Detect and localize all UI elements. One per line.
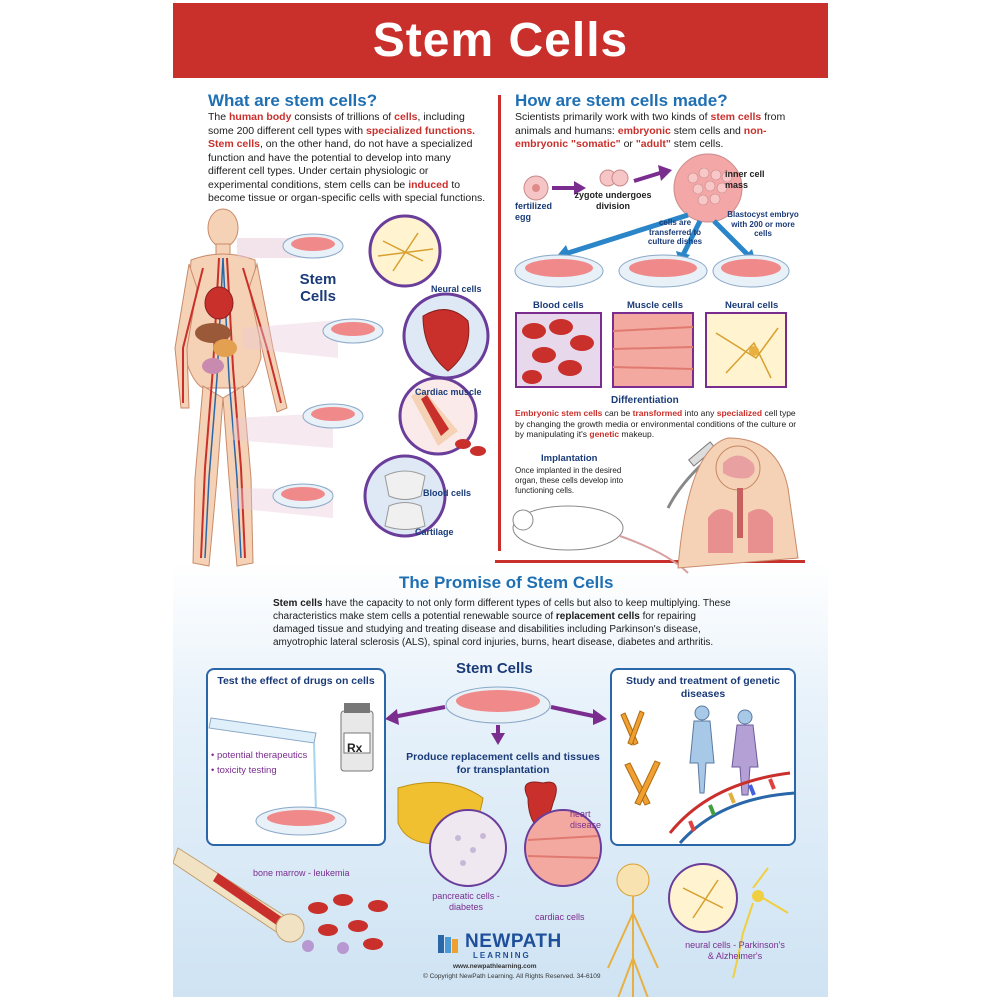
human-body-illustration (174, 208, 338, 567)
body-blood-label: Blood cells (423, 488, 472, 498)
newpath-logo-icon (438, 935, 458, 953)
zygote-label: zygote undergoes division (574, 190, 652, 211)
page-title: Stem Cells (372, 14, 629, 67)
rx-label: Rx (347, 741, 363, 755)
body-cardiac-label: Cardiac muscle (415, 387, 482, 397)
poster: Stem Cells What are stem cells? The huma… (173, 3, 828, 997)
cells-transferred-label: cells are transferred to culture dishes (647, 218, 703, 246)
toxicity-testing-bullet: • toxicity testing (211, 765, 277, 776)
logo-url: www.newpathlearning.com (453, 963, 537, 970)
how-heading: How are stem cells made? (515, 91, 728, 110)
promise-paragraph: Stem cells have the capacity to not only… (273, 598, 731, 648)
neural-cells-label: Neural cells (725, 300, 779, 311)
drug-testing-illustration (208, 703, 374, 836)
horizontal-divider (495, 560, 805, 563)
differentiation-label: Differentiation (611, 395, 679, 406)
potential-therapeutics-bullet: • potential therapeutics (211, 750, 308, 761)
genetic-diseases-illustration (620, 705, 796, 844)
vertical-divider (498, 95, 501, 551)
genetic-diseases-title: Study and treatment of genetic diseases (625, 675, 781, 700)
stem-cell-insets (272, 214, 490, 538)
logo-copyright: © Copyright NewPath Learning. All Rights… (423, 973, 601, 980)
implantation-label: Implantation (541, 453, 598, 464)
body-cartilage-label: Cartilage (415, 527, 454, 537)
muscle-cells-label: Muscle cells (627, 300, 683, 311)
embryo-development-diagram (523, 153, 756, 265)
blastocyst-label: Blastocyst embryo with 200 or more cells (727, 210, 799, 238)
center-stem-cells-label: Stem Cells (456, 660, 533, 677)
heart-disease-label: heart disease (570, 809, 602, 830)
blood-cells-label: Blood cells (533, 300, 584, 311)
how-paragraph: Scientists primarily work with two kinds… (515, 111, 786, 150)
neural-cells-diseases-label: neural cells - Parkinson's & Alzheimer's (685, 940, 785, 961)
what-paragraph: The human body consists of trillions of … (208, 111, 486, 204)
differentiation-paragraph: Embryonic stem cells can be transformed … (515, 408, 797, 439)
implantation-illustration (512, 437, 799, 574)
cardiac-cells-label: cardiac cells (535, 912, 585, 922)
center-dish-and-arrows (385, 686, 607, 745)
bone-marrow-illustration (173, 847, 388, 954)
logo-name: NEWPATH (465, 931, 562, 952)
body-neural-label: Neural cells (431, 284, 482, 294)
transplant-illustrations (397, 781, 602, 887)
nervous-system-illustration (607, 863, 789, 997)
replacement-cells-label: Produce replacement cells and tissues fo… (406, 751, 600, 776)
pancreatic-cells-label: pancreatic cells - diabetes (432, 891, 500, 912)
title-bar: Stem Cells (173, 3, 828, 78)
implantation-text: Once implanted in the desired organ, the… (515, 466, 624, 495)
promise-heading: The Promise of Stem Cells (399, 573, 614, 592)
differentiated-cells-images (515, 312, 787, 388)
fertilized-egg-label: fertilized egg (515, 201, 553, 222)
what-heading: What are stem cells? (208, 91, 378, 110)
inner-cell-mass-label: inner cell mass (725, 169, 765, 190)
culture-dishes (514, 254, 790, 288)
drug-testing-title: Test the effect of drugs on cells (217, 675, 375, 687)
logo-sub: LEARNING (473, 951, 531, 960)
bone-marrow-label: bone marrow - leukemia (253, 868, 350, 878)
